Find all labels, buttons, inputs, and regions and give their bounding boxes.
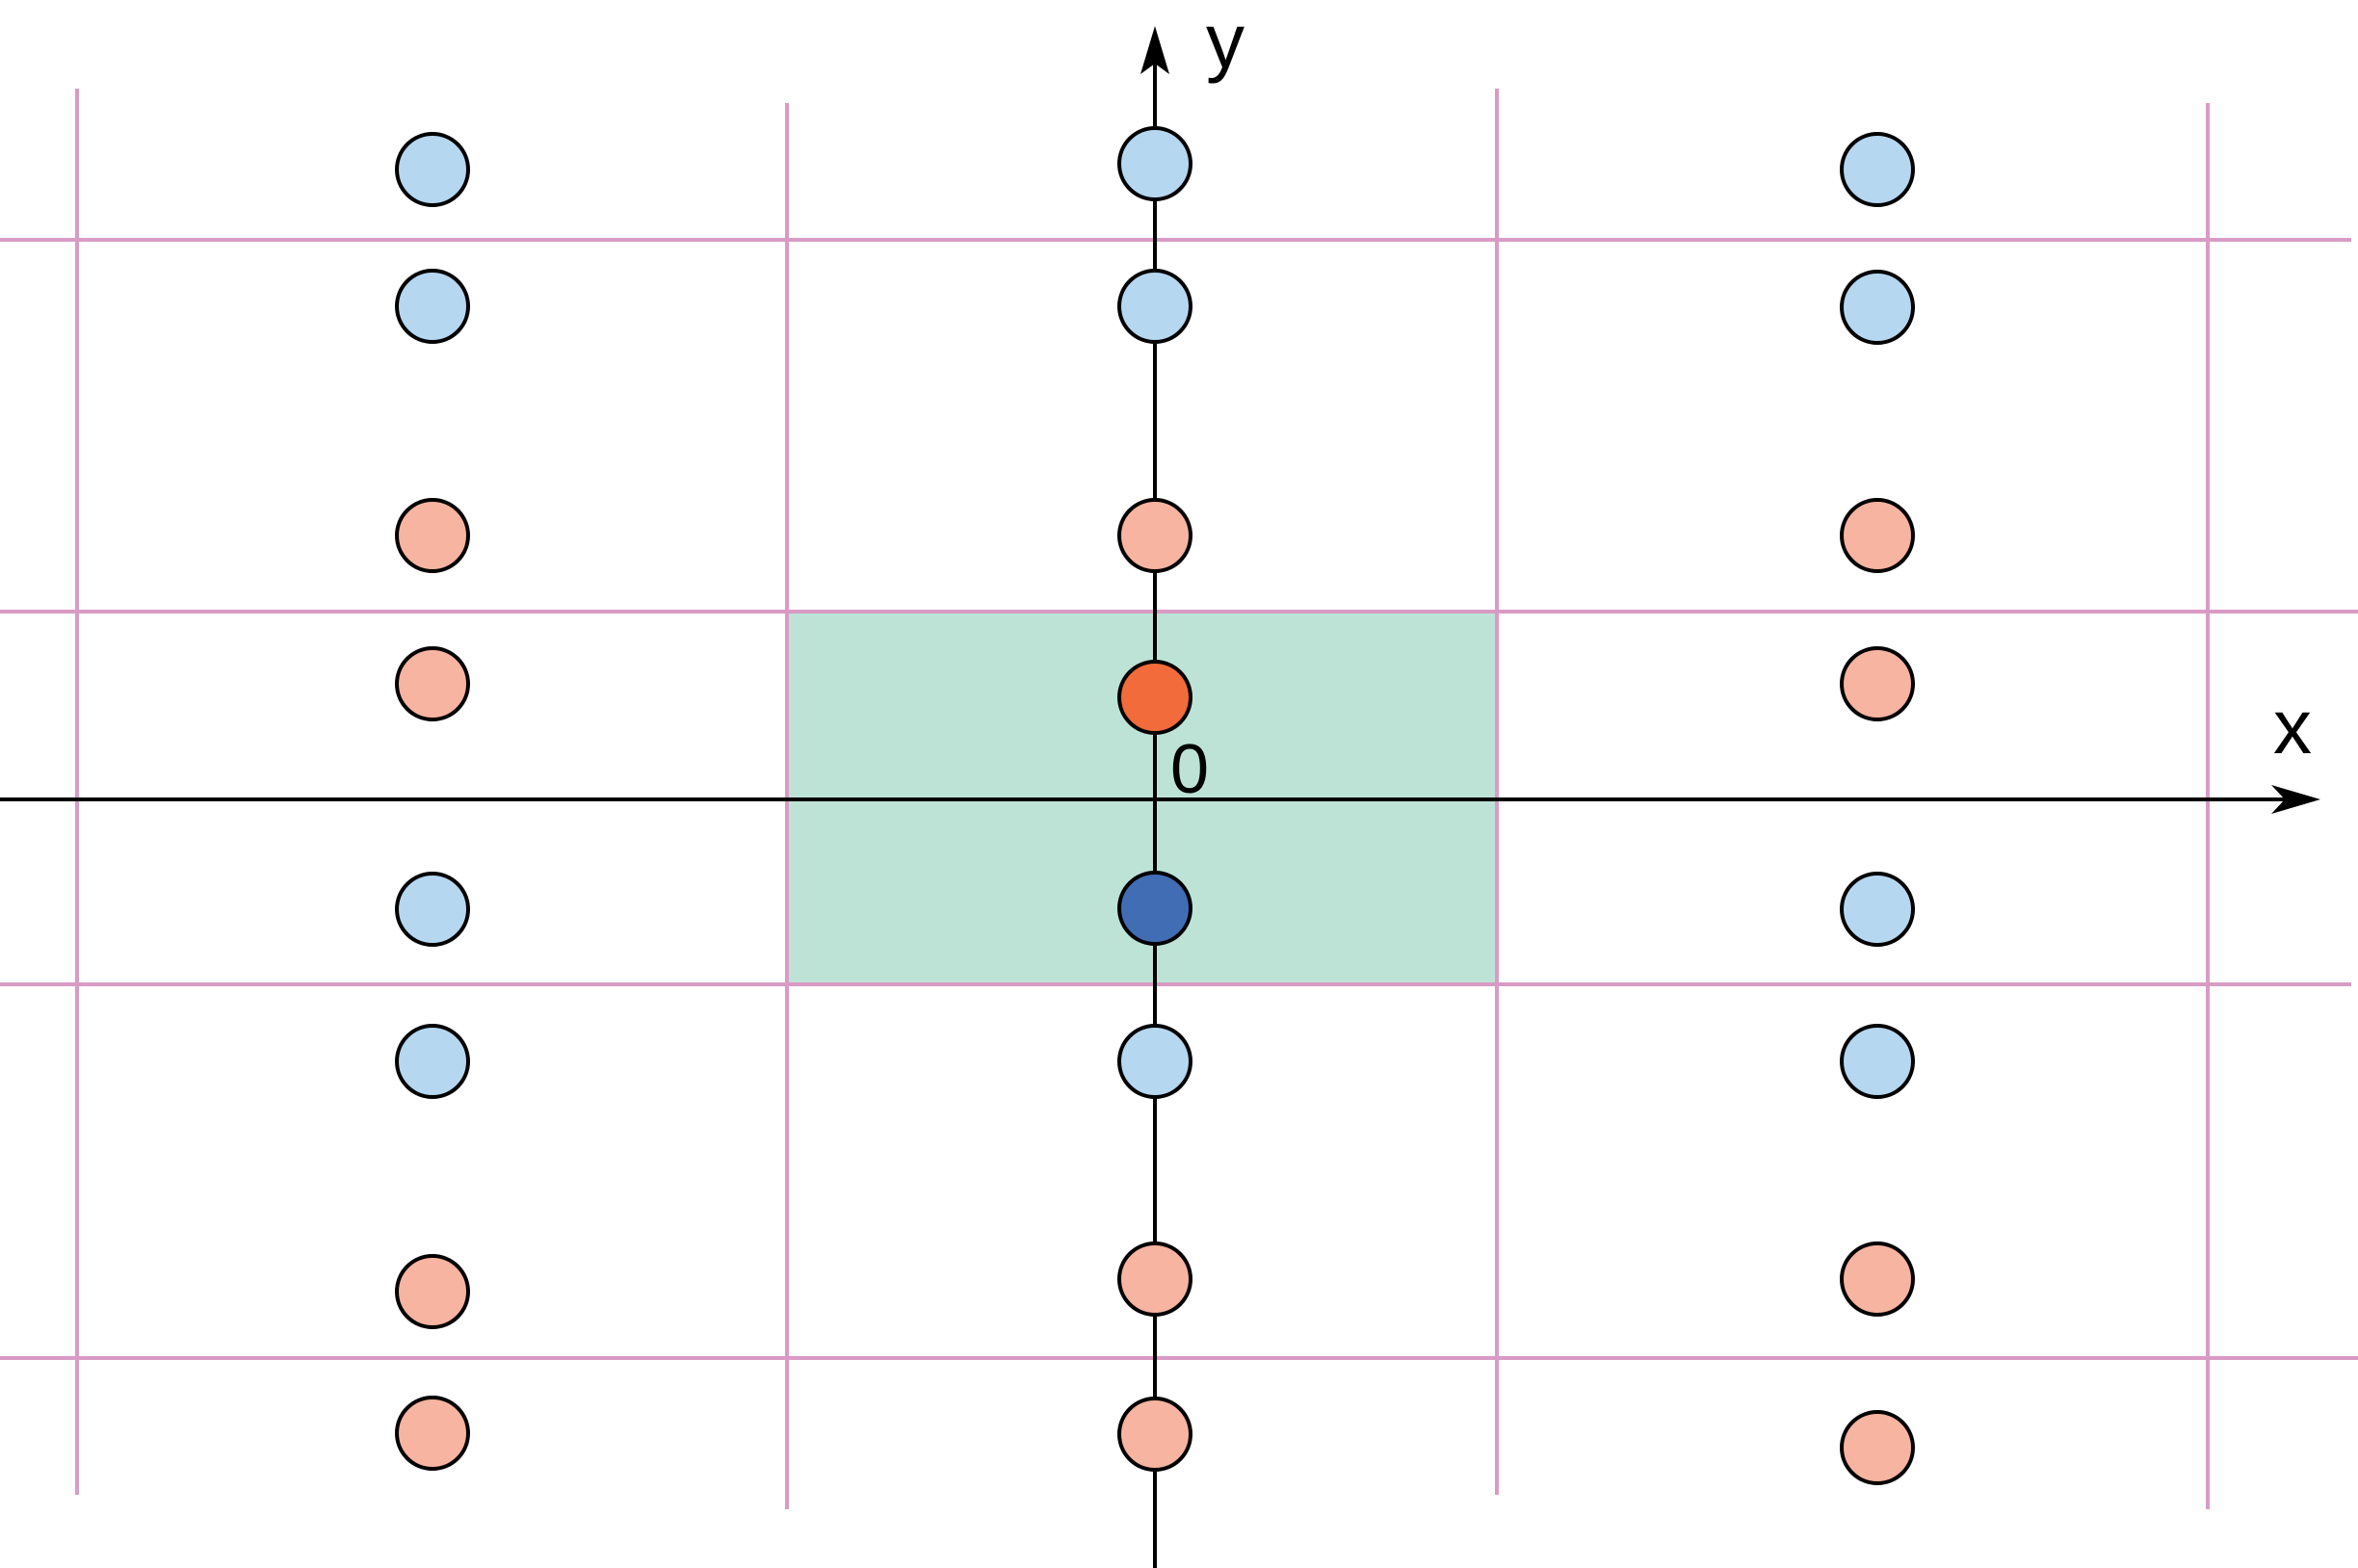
particle xyxy=(1840,872,1915,947)
x-axis-label: x xyxy=(2273,684,2312,770)
particle xyxy=(1117,269,1192,344)
particle xyxy=(395,498,470,573)
particle xyxy=(1117,126,1192,201)
particle xyxy=(1840,270,1915,345)
particle xyxy=(1840,132,1915,207)
particle xyxy=(1840,1241,1915,1317)
particle xyxy=(395,1396,470,1471)
particles xyxy=(395,126,1915,1485)
particle xyxy=(395,269,470,344)
particle-highlighted xyxy=(1117,660,1192,735)
particle xyxy=(1840,1024,1915,1099)
particle xyxy=(395,1254,470,1329)
x-axis-arrow-icon xyxy=(2271,785,2320,814)
particle xyxy=(1840,646,1915,721)
particle xyxy=(395,1024,470,1099)
origin-label: 0 xyxy=(1170,731,1209,808)
particle xyxy=(1840,498,1915,573)
y-axis-arrow-icon xyxy=(1140,26,1169,74)
particle xyxy=(1840,1410,1915,1485)
particle xyxy=(1117,498,1192,573)
particle xyxy=(395,646,470,721)
particle xyxy=(395,872,470,947)
particle xyxy=(1117,1024,1192,1099)
particle xyxy=(1117,1241,1192,1317)
cell-grid xyxy=(0,89,2358,1509)
particle xyxy=(395,132,470,207)
y-axis-label: y xyxy=(1206,0,1244,84)
particle-highlighted xyxy=(1117,871,1192,946)
particle xyxy=(1117,1397,1192,1472)
